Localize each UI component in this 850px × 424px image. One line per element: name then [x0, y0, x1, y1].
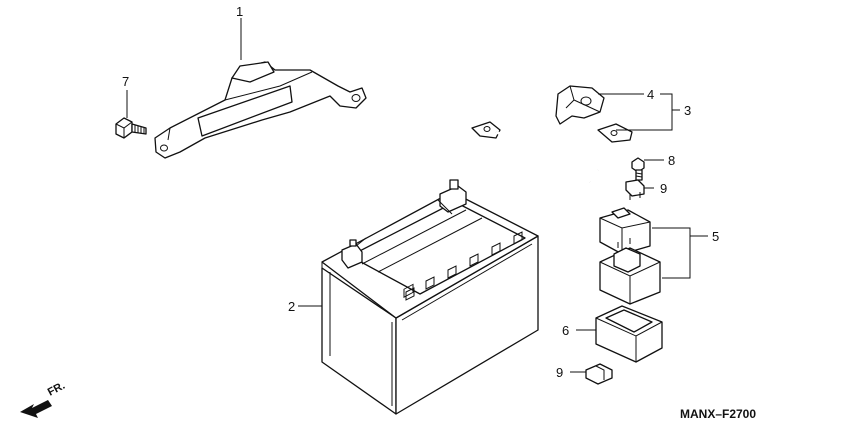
callout-1: 1	[236, 4, 243, 19]
front-direction-arrow: FR.	[20, 380, 67, 418]
callout-8: 8	[668, 153, 675, 168]
drawing-code: MANX–F2700	[680, 407, 756, 421]
callouts: 1 2 3 4 5 6 7 8 9 9	[122, 4, 719, 380]
callout-7: 7	[122, 74, 129, 89]
callout-9-upper: 9	[660, 181, 667, 196]
relay-holder	[595, 305, 663, 363]
terminal-cap	[555, 85, 605, 125]
battery-hold-bracket	[154, 61, 367, 159]
fuse-lower	[585, 363, 613, 385]
starter-relay	[599, 207, 661, 305]
screw	[631, 157, 645, 181]
callout-4: 4	[647, 87, 654, 102]
battery-cable	[471, 121, 633, 186]
vent-caps	[403, 231, 523, 301]
callout-5: 5	[712, 229, 719, 244]
callout-6: 6	[562, 323, 569, 338]
fuse-upper	[625, 179, 645, 200]
callout-9-lower: 9	[556, 365, 563, 380]
callout-2: 2	[288, 299, 295, 314]
callout-3: 3	[684, 103, 691, 118]
leader-lines	[126, 18, 708, 373]
battery-terminals	[341, 179, 467, 269]
battery	[321, 179, 539, 415]
direction-label: FR.	[46, 380, 67, 399]
bolt	[115, 117, 147, 139]
